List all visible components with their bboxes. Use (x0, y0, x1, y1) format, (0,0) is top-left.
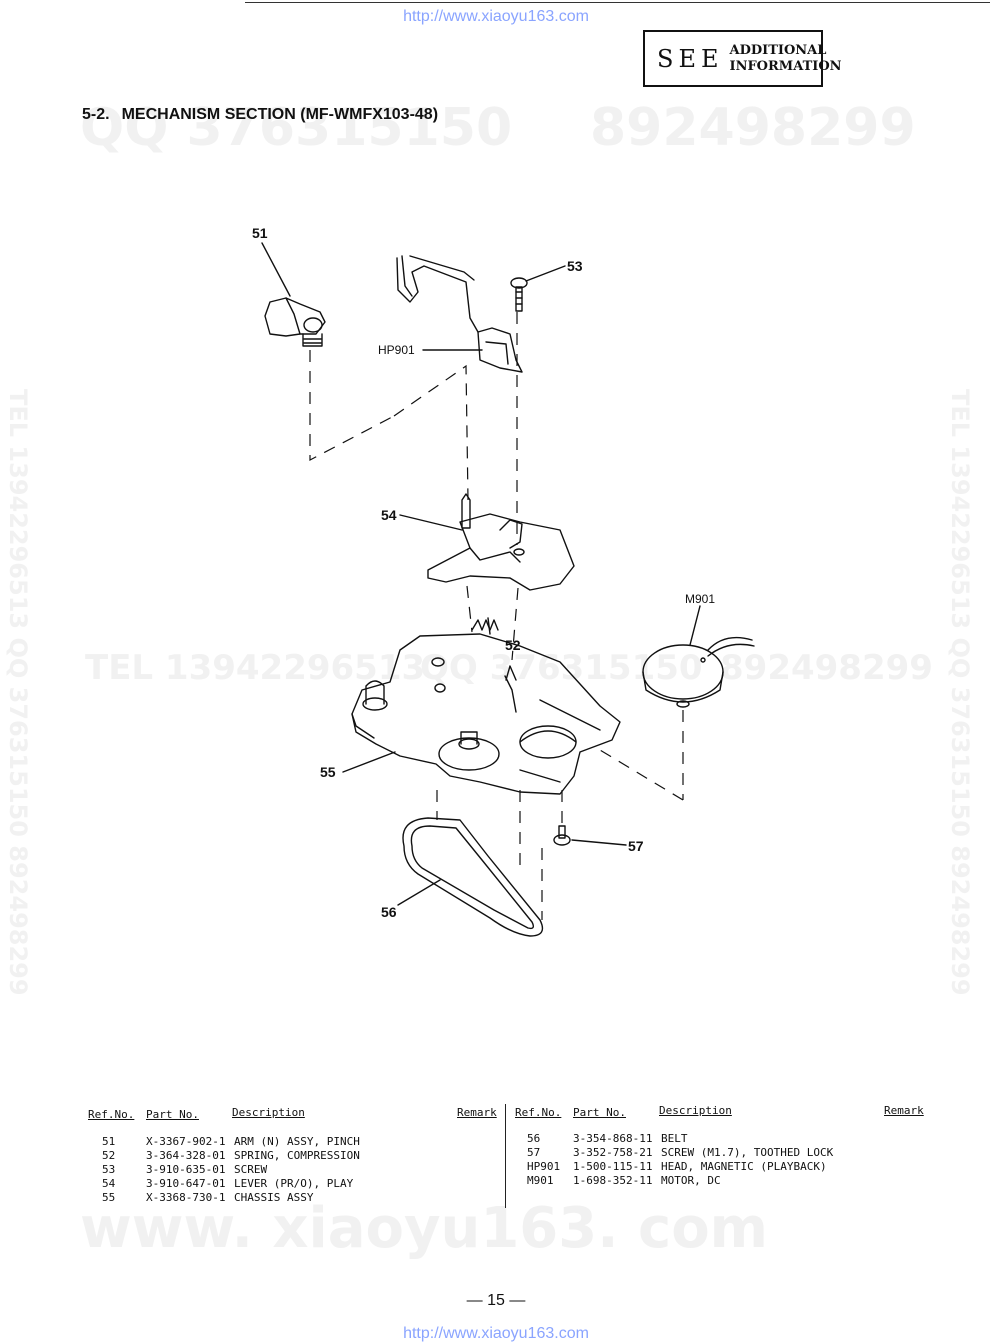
screw-part-53 (510, 277, 528, 312)
callout-53: 53 (567, 258, 583, 274)
desc-cell: BELT (661, 1132, 688, 1145)
page-number: — 15 — (466, 1292, 526, 1309)
leader-56 (397, 879, 441, 906)
leader-54 (399, 514, 463, 531)
ref-cell: 57 (527, 1146, 541, 1159)
section-title: 5-2. MECHANISM SECTION (MF-WMFX103-48) (82, 106, 438, 124)
table-row: 57 3-352-758-21 SCREW (M1.7), TOOTHED LOCK (527, 1146, 833, 1160)
part-cell: 3-352-758-21 (573, 1146, 653, 1159)
part-cell: 1-500-115-11 (573, 1160, 653, 1173)
section-number: 5-2. (82, 106, 110, 123)
play-lever-part (427, 493, 575, 591)
screw-part-57 (553, 825, 571, 846)
callout-54: 54 (381, 507, 397, 523)
watermark-number-top: 892498299 (590, 98, 916, 158)
drive-belt-part (402, 817, 544, 937)
callout-57: 57 (628, 838, 644, 854)
header-part-right: Part No. (573, 1106, 626, 1119)
callout-55: 55 (320, 764, 336, 780)
table-divider (505, 1104, 506, 1208)
leader-55 (342, 751, 396, 773)
part-cell: X-3367-902-1 (146, 1135, 226, 1148)
watermark-tel-mid: TEL 13942296513 (85, 648, 426, 688)
ref-cell: M901 (527, 1174, 554, 1187)
callout-51: 51 (252, 225, 268, 241)
header-remark-right: Remark (884, 1104, 924, 1117)
callout-hp901: HP901 (378, 343, 415, 357)
ref-cell: 56 (527, 1132, 541, 1145)
pinch-arm-part (264, 297, 326, 347)
table-row: 52 3-364-328-01 SPRING, COMPRESSION (102, 1149, 360, 1163)
header-remark-left: Remark (457, 1106, 497, 1119)
header-desc-right: Description (659, 1104, 732, 1117)
part-cell: 3-910-647-01 (146, 1177, 226, 1190)
desc-cell: HEAD, MAGNETIC (PLAYBACK) (661, 1160, 827, 1173)
header-ref-right: Ref.No. (515, 1106, 562, 1119)
desc-cell: MOTOR, DC (661, 1174, 721, 1187)
desc-cell: ARM (N) ASSY, PINCH (234, 1135, 360, 1148)
see-additional-information-box: SEE ADDITIONAL INFORMATION (643, 30, 842, 87)
table-row: 56 3-354-868-11 BELT (527, 1132, 833, 1146)
magnetic-head-bracket (396, 255, 523, 373)
additional-information-label: ADDITIONAL INFORMATION (729, 43, 841, 75)
source-url-bottom[interactable]: http://www.xiaoyu163.com (403, 1325, 589, 1342)
chassis-assembly (351, 633, 621, 795)
ref-cell: HP901 (527, 1160, 561, 1173)
desc-cell: SCREW (234, 1163, 268, 1176)
watermark-qq-mid: QQ 376315150 (420, 648, 703, 688)
part-cell: 3-354-868-11 (573, 1132, 653, 1145)
dc-motor-part (642, 636, 755, 708)
callout-m901: M901 (685, 592, 716, 606)
table-row: M901 1-698-352-11 MOTOR, DC (527, 1174, 833, 1188)
notice-line-2: INFORMATION (729, 58, 842, 74)
table-row: 51 X-3367-902-1 ARM (N) ASSY, PINCH (102, 1135, 360, 1149)
parts-table-right: 56 3-354-868-11 BELT 57 3-352-758-21 SCREW (… (527, 1132, 833, 1188)
part-cell: 1-698-352-11 (573, 1174, 653, 1187)
source-url-top[interactable]: http://www.xiaoyu163.com (403, 8, 589, 25)
ref-cell: 51 (102, 1135, 116, 1148)
leader-m901 (689, 605, 701, 646)
table-row: 54 3-910-647-01 LEVER (PR/O), PLAY (102, 1177, 360, 1191)
table-row: HP901 1-500-115-11 HEAD, MAGNETIC (PLAYBAC… (527, 1160, 833, 1174)
ref-cell: 53 (102, 1163, 116, 1176)
part-cell: X-3368-730-1 (146, 1191, 226, 1204)
table-row: 55 X-3368-730-1 CHASSIS ASSY (102, 1191, 360, 1205)
leader-57 (571, 839, 627, 846)
part-cell: 3-364-328-01 (146, 1149, 226, 1162)
top-rule (245, 2, 990, 3)
callout-56: 56 (381, 904, 397, 920)
desc-cell: CHASSIS ASSY (234, 1191, 314, 1204)
header-desc-left: Description (232, 1106, 305, 1119)
leader-51 (261, 242, 291, 297)
ref-cell: 55 (102, 1191, 116, 1204)
notice-line-1: ADDITIONAL (729, 42, 827, 58)
compression-spring (471, 619, 499, 631)
desc-cell: SPRING, COMPRESSION (234, 1149, 360, 1162)
watermark-qq-top: QQ 376315150 (80, 98, 513, 158)
part-cell: 3-910-635-01 (146, 1163, 226, 1176)
desc-cell: SCREW (M1.7), TOOTHED LOCK (661, 1146, 834, 1159)
header-part-left: Part No. (146, 1108, 199, 1121)
ref-cell: 54 (102, 1177, 116, 1190)
callout-52: 52 (505, 637, 521, 653)
leader-53 (525, 265, 566, 282)
parts-table-left: 51 X-3367-902-1 ARM (N) ASSY, PINCH 52 3-36… (102, 1135, 360, 1205)
see-label: SEE (657, 44, 724, 73)
header-ref-left: Ref.No. (88, 1108, 135, 1121)
table-row: 53 3-910-635-01 SCREW (102, 1163, 360, 1177)
watermark-number-mid: 892498299 (720, 648, 933, 688)
ref-cell: 52 (102, 1149, 116, 1162)
watermark-site: www. xiaoyu163. com (80, 1196, 769, 1261)
desc-cell: LEVER (PR/O), PLAY (234, 1177, 354, 1190)
section-title-text: MECHANISM SECTION (MF-WMFX103-48) (121, 106, 439, 123)
